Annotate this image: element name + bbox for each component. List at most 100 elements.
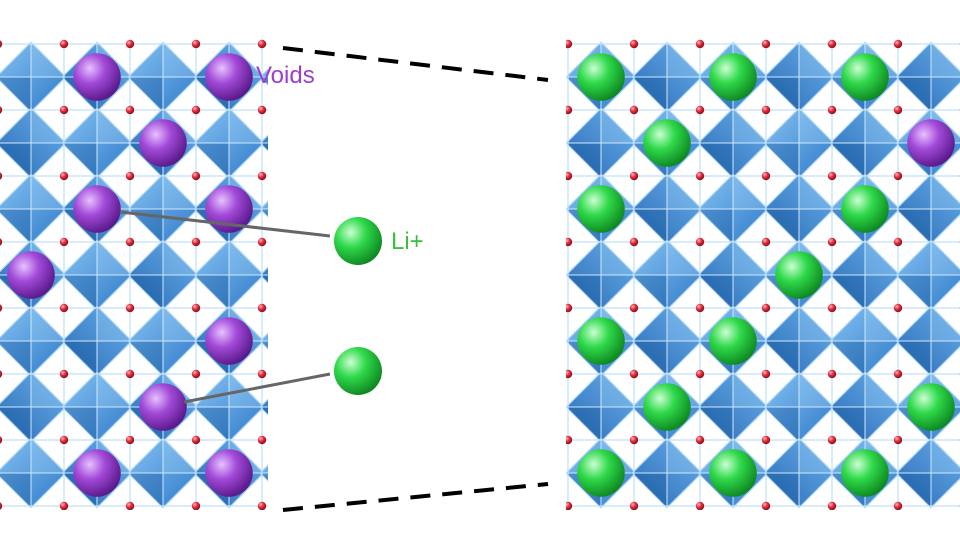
octahedron [697,173,769,245]
octahedron [895,173,960,245]
oxygen-atom [695,435,705,445]
voids-label: Voids [256,62,315,89]
void-site [73,449,121,497]
oxygen-atom [257,105,267,115]
lithiated-lattice [566,39,960,510]
oxygen-atom [827,39,837,49]
octahedron [127,437,199,509]
li-ion-site [709,449,757,497]
octahedron [127,41,199,113]
octahedron [697,371,769,443]
octahedron [631,173,703,245]
oxygen-atom [761,303,771,313]
oxygen-atom [125,39,135,49]
li-ion-site [841,449,889,497]
oxygen-atom [257,237,267,247]
li-ion-site [643,383,691,431]
octahedron [763,41,835,113]
free-li-ion-lower [334,347,382,395]
void-site [205,317,253,365]
oxygen-atom [0,106,3,114]
oxygen-atom [59,435,69,445]
octahedron [895,305,960,377]
oxygen-atom [827,501,837,510]
octahedron [259,464,268,482]
octahedron [829,239,901,311]
oxygen-atom [191,105,201,115]
octahedron [763,305,835,377]
octahedron [0,173,67,245]
oxygen-atom [629,39,639,49]
void-site [73,53,121,101]
octahedron [259,332,268,350]
void-site [205,449,253,497]
octahedron [0,437,67,509]
oxygen-atom [893,237,903,247]
octahedron [566,107,637,179]
void-site [7,251,55,299]
oxygen-atom [761,171,771,181]
oxygen-atom [566,39,573,49]
oxygen-atom [191,435,201,445]
oxygen-atom [0,436,3,444]
oxygen-atom [59,237,69,247]
oxygen-atom [125,435,135,445]
octahedron [631,305,703,377]
oxygen-atom [59,369,69,379]
oxygen-atom [125,501,135,510]
oxygen-atom [695,237,705,247]
oxygen-atom [566,105,573,115]
oxygen-atom [324,304,332,312]
oxygen-atom [191,39,201,49]
oxygen-atom [324,172,332,180]
octahedron [193,107,265,179]
li-ion-site [775,251,823,299]
li-ion-site [577,185,625,233]
oxygen-atom [695,303,705,313]
zoom-line-bottom [282,482,549,512]
octahedron [193,371,265,443]
oxygen-atom [59,303,69,313]
oxygen-atom [827,237,837,247]
octahedron [829,371,901,443]
oxygen-atom [893,105,903,115]
oxygen-atom [761,237,771,247]
oxygen-atom [324,436,332,444]
oxygen-atom [59,39,69,49]
oxygen-atom [59,171,69,181]
octahedron [127,173,199,245]
octahedron [259,398,268,416]
octahedron [631,41,703,113]
oxygen-atom [566,171,573,181]
oxygen-atom [629,303,639,313]
octahedron [763,371,835,443]
oxygen-atom [695,171,705,181]
oxygen-atom [629,237,639,247]
oxygen-atom [324,40,332,48]
octahedron [631,437,703,509]
oxygen-atom [761,369,771,379]
oxygen-atom [566,303,573,313]
octahedron [61,107,133,179]
oxygen-atom [566,237,573,247]
oxygen-atom [257,369,267,379]
oxygen-atom [566,435,573,445]
oxygen-atom [566,501,573,510]
oxygen-atom [0,304,3,312]
void-site [139,119,187,167]
li-ion-site [577,449,625,497]
oxygen-atom [761,435,771,445]
octahedron [829,107,901,179]
octahedron [566,371,637,443]
oxygen-atom [125,105,135,115]
li-ion-site [709,317,757,365]
oxygen-atom [125,237,135,247]
octahedron [763,107,835,179]
octahedron [566,239,637,311]
oxygen-atom [257,303,267,313]
oxygen-atom [893,303,903,313]
oxygen-atom [827,105,837,115]
oxygen-atom [827,303,837,313]
oxygen-atom [125,171,135,181]
void-site [73,185,121,233]
